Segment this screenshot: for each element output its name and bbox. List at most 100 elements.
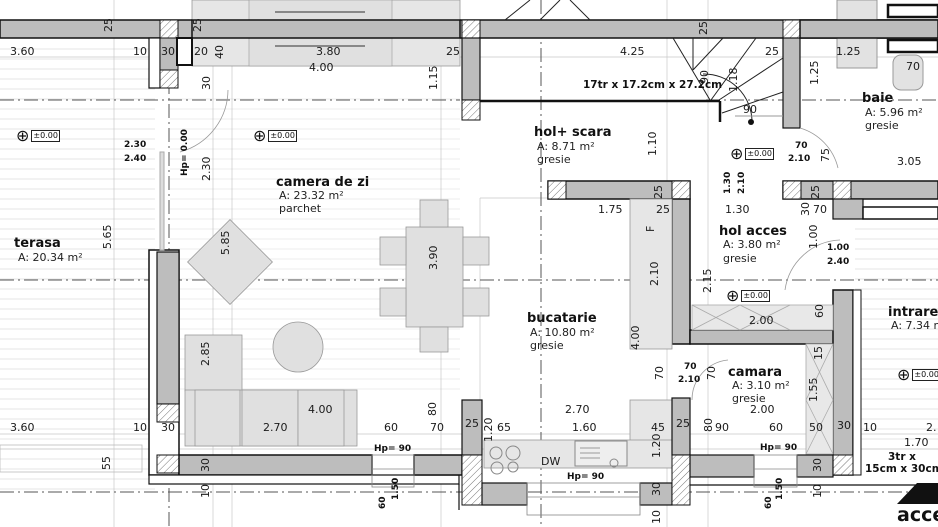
dim-label: 3.80 bbox=[316, 45, 341, 58]
dim-label: 10 bbox=[811, 484, 824, 498]
dim-label: 4.25 bbox=[620, 45, 645, 58]
dim-label: 10 bbox=[133, 45, 147, 58]
dim-label: 25 bbox=[656, 203, 670, 216]
level-target-icon: ⊕ bbox=[253, 126, 267, 145]
dishwasher-label: DW bbox=[541, 455, 561, 468]
dim-label: 1.55 bbox=[807, 377, 820, 403]
dim-label: 25 bbox=[102, 18, 115, 32]
dim-label: 5.85 bbox=[219, 230, 232, 256]
dim-label: 2.00 bbox=[750, 403, 775, 416]
entry-stair-label-2: 15cm x 30cm bbox=[865, 463, 938, 475]
dim-label: 1.25 bbox=[808, 60, 821, 86]
dim-label: 25 bbox=[697, 21, 710, 35]
room-intrare-area: A: 7.34 m² bbox=[891, 319, 938, 332]
stair-treads bbox=[504, 0, 784, 123]
dim-label: 25 bbox=[765, 45, 779, 58]
dim-label: 60 bbox=[378, 496, 388, 509]
room-hol-acces-floor: gresie bbox=[723, 252, 757, 265]
door-height-label: 2.30 bbox=[124, 140, 147, 150]
dim-label: 10 bbox=[863, 421, 877, 434]
dim-label: 1.15 bbox=[427, 65, 440, 91]
room-hol-acces-area: A: 3.80 m² bbox=[723, 238, 781, 251]
dim-label: 2.10 bbox=[648, 261, 661, 287]
dim-label: 4.00 bbox=[308, 403, 333, 416]
dim-label: 20 bbox=[194, 45, 208, 58]
dim-label: 1.00 bbox=[807, 224, 820, 250]
level-target-icon: ⊕ bbox=[730, 144, 744, 163]
dim-label: 1.50 bbox=[391, 477, 401, 500]
dim-label: 4.00 bbox=[629, 325, 642, 351]
room-camara-area: A: 3.10 m² bbox=[732, 379, 790, 392]
dim-label: 25 bbox=[809, 185, 822, 199]
dim-label: 1.25 bbox=[836, 45, 861, 58]
dim-label: 3.60 bbox=[10, 45, 35, 58]
dim-label: 75 bbox=[819, 148, 832, 162]
level-marker: ⊕±0.00 bbox=[253, 126, 297, 145]
level-target-icon: ⊕ bbox=[16, 126, 30, 145]
dim-label: 2.00 bbox=[749, 314, 774, 327]
room-bucatarie-area: A: 10.80 m² bbox=[530, 326, 595, 339]
dim-label: 25 bbox=[652, 185, 665, 199]
window-sill-label: Hp= 90 bbox=[760, 443, 798, 453]
dim-label: 70 bbox=[705, 366, 718, 380]
entrance-label: acces bbox=[897, 504, 938, 526]
door-width-label: 1.30 bbox=[723, 171, 733, 194]
room-hol-scara-name: hol+ scara bbox=[534, 125, 612, 140]
window-sill-label: Hp= 90 bbox=[567, 472, 605, 482]
level-marker: ⊕±0.00 bbox=[16, 126, 60, 145]
wall-kitchen-top bbox=[547, 180, 691, 200]
dim-label: 2.15 bbox=[701, 268, 714, 294]
dim-label: 1.10 bbox=[646, 131, 659, 157]
dim-label: 3.60 bbox=[10, 421, 35, 434]
door-height-label: 2.40 bbox=[124, 154, 147, 164]
dim-label: 25 bbox=[446, 45, 460, 58]
window-sill-label: Hp= 90 bbox=[374, 444, 412, 454]
level-marker: ⊕±0.00 bbox=[726, 286, 770, 305]
level-target-icon: ⊕ bbox=[726, 286, 740, 305]
windows bbox=[371, 454, 798, 516]
room-baie-area: A: 5.96 m² bbox=[865, 106, 923, 119]
dim-label: 30 bbox=[837, 419, 851, 432]
stair-label: 17tr x 17.2cm x 27.2cm bbox=[583, 79, 723, 91]
dim-label: 30 bbox=[199, 458, 212, 472]
dim-label: 90 bbox=[715, 421, 729, 434]
dim-label: 65 bbox=[497, 421, 511, 434]
level-marker: ⊕±0.00 bbox=[730, 144, 774, 163]
room-terasa-area: A: 20.34 m² bbox=[18, 251, 83, 264]
dim-label: 30 bbox=[161, 45, 175, 58]
dim-label: 80 bbox=[426, 402, 439, 416]
dim-label: 1.20 bbox=[650, 433, 663, 459]
dim-label: 10 bbox=[199, 484, 212, 498]
door-height-label: 2.10 bbox=[788, 154, 811, 164]
room-baie-floor: gresie bbox=[865, 119, 899, 132]
dim-label: 1.75 bbox=[598, 203, 623, 216]
door-height-label: 2.10 bbox=[737, 171, 747, 194]
room-camera-floor: parchet bbox=[279, 202, 322, 215]
dim-label: 1.60 bbox=[572, 421, 597, 434]
room-hol-acces-name: hol acces bbox=[719, 224, 787, 239]
room-bucatarie-name: bucatarie bbox=[527, 311, 597, 326]
door-height-label: 2.40 bbox=[827, 257, 850, 267]
dim-label: 2. bbox=[926, 421, 937, 434]
dim-label: 25 bbox=[465, 417, 479, 430]
dim-label: 30 bbox=[161, 421, 175, 434]
fridge-label: F bbox=[644, 225, 657, 232]
door-height-label: 2.10 bbox=[678, 375, 701, 385]
dim-label: 4.00 bbox=[309, 61, 334, 74]
door-width-label: 1.00 bbox=[827, 243, 850, 253]
dim-label: 55 bbox=[100, 456, 113, 470]
entry-stair-label-1: 3tr x bbox=[888, 451, 916, 463]
dim-label: 30 bbox=[811, 458, 824, 472]
door-swings bbox=[179, 89, 841, 401]
shelves bbox=[691, 304, 834, 455]
dim-label: 30 bbox=[650, 482, 663, 496]
dim-label: 1.30 bbox=[725, 203, 750, 216]
dim-label: 60 bbox=[813, 304, 826, 318]
dim-label: 2.70 bbox=[565, 403, 590, 416]
dim-label: 60 bbox=[769, 421, 783, 434]
room-camera-area: A: 23.32 m² bbox=[279, 189, 344, 202]
room-terasa-name: terasa bbox=[14, 236, 61, 251]
dim-label: 15 bbox=[812, 346, 825, 360]
